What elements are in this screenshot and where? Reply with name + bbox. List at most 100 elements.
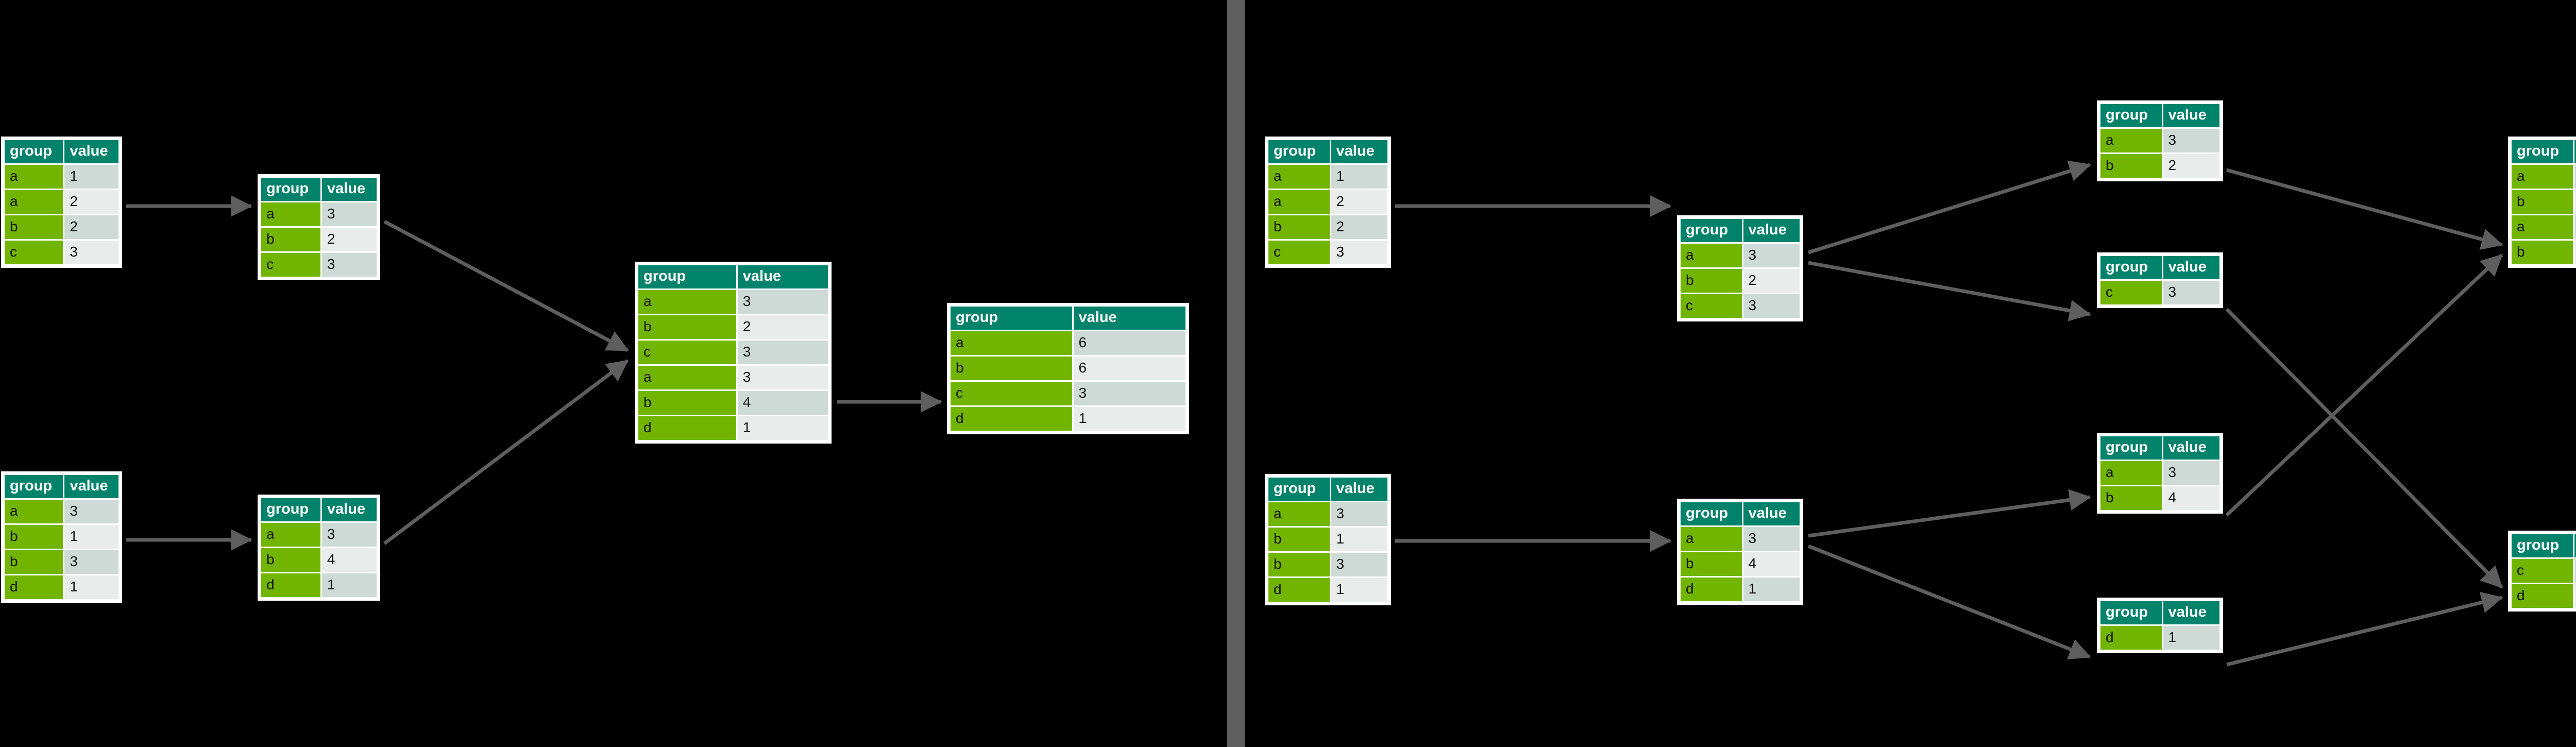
cell-group: b xyxy=(1681,269,1742,293)
cell-group: a xyxy=(5,500,63,523)
cell-group: a xyxy=(1681,244,1742,267)
cell-group: d xyxy=(638,416,736,440)
cell-group: b xyxy=(951,356,1072,380)
cell-value: 2 xyxy=(321,228,377,251)
column-header-value: value xyxy=(321,178,377,201)
cell-group: b xyxy=(1268,215,1330,239)
cell-value: 6 xyxy=(1073,331,1185,355)
cell-group: b xyxy=(2100,154,2162,178)
cell-value: 2 xyxy=(1331,190,1387,214)
cell-group: a xyxy=(1268,190,1330,214)
column-header-value: value xyxy=(737,265,828,288)
cell-value: 3 xyxy=(64,550,118,574)
cell-group: a xyxy=(1268,165,1330,189)
column-header-value: value xyxy=(1743,502,1800,525)
cell-group: c xyxy=(1268,241,1330,264)
column-header-value: value xyxy=(2163,436,2219,460)
cell-value: 3 xyxy=(2574,165,2576,189)
arrow-R-part-d-merge-cd xyxy=(2226,591,2503,667)
cell-value: 1 xyxy=(64,165,118,189)
cell-group: b xyxy=(2512,241,2573,264)
cell-value: 3 xyxy=(1743,244,1800,267)
column-header-value: value xyxy=(2163,601,2219,624)
arrow-R-agg-top-part-ab xyxy=(1807,160,2091,254)
table-row: b2 xyxy=(2512,190,2576,214)
column-header-group: group xyxy=(2512,140,2573,163)
cell-group: a xyxy=(2100,461,2162,485)
column-header-group: group xyxy=(2100,436,2162,460)
cell-value: 1 xyxy=(2163,626,2219,650)
cell-value: 3 xyxy=(2163,461,2219,485)
cell-group: b xyxy=(5,215,63,239)
cell-value: 1 xyxy=(1331,165,1387,189)
cell-group: a xyxy=(2100,129,2162,152)
cell-group: d xyxy=(1681,578,1742,601)
cell-value: 3 xyxy=(1331,502,1387,526)
column-header-group: group xyxy=(2100,256,2162,279)
column-header-value: value xyxy=(1331,140,1387,163)
panel-divider xyxy=(1227,0,1245,747)
cell-value: 2 xyxy=(64,215,118,239)
cell-value: 3 xyxy=(64,241,118,264)
cell-group: a xyxy=(5,190,63,214)
arrow-R-part-ab-top-merge-ab xyxy=(2226,168,2503,250)
column-header-group: group xyxy=(2100,601,2162,624)
cell-group: a xyxy=(2512,215,2573,239)
cell-group: b xyxy=(261,548,320,572)
cell-group: c xyxy=(5,241,63,264)
cell-group: b xyxy=(1681,552,1742,576)
column-header-value: value xyxy=(64,475,118,498)
column-header-group: group xyxy=(1268,478,1330,501)
cell-group: d xyxy=(2512,584,2573,608)
cell-group: a xyxy=(638,290,736,314)
cell-group: b xyxy=(5,525,63,549)
cell-group: d xyxy=(2100,626,2162,650)
table-row: b4 xyxy=(2512,241,2576,264)
cell-group: b xyxy=(638,315,736,339)
cell-group: a xyxy=(1681,527,1742,551)
column-header-group: group xyxy=(1681,502,1742,525)
cell-value: 4 xyxy=(2163,486,2219,510)
column-header-value: value xyxy=(1073,307,1185,330)
arrow-R-agg-bot-part-d xyxy=(1807,544,2091,660)
column-header-group: group xyxy=(5,475,63,498)
cell-group: b xyxy=(638,391,736,415)
cell-group: a xyxy=(951,331,1072,355)
cell-value: 3 xyxy=(321,253,377,277)
cell-value: 3 xyxy=(737,290,828,314)
arrow-R-agg-top-part-c xyxy=(1808,261,2091,321)
